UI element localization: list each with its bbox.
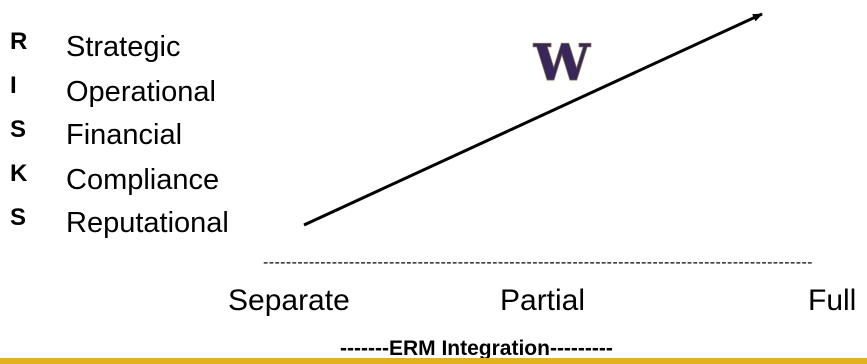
scale-label-full: Full <box>808 284 857 317</box>
acronym-letter-k: K <box>10 160 28 187</box>
acronym-letter-s: S <box>10 116 27 143</box>
acronym-letter-i: I <box>10 72 17 99</box>
scale-label-partial: Partial <box>500 284 586 317</box>
university-w-logo: W <box>532 38 592 88</box>
risk-financial: Financial <box>66 119 183 151</box>
acronym-letter-r: R <box>10 28 28 55</box>
arrow-shaft <box>303 12 763 227</box>
risk-compliance: Compliance <box>66 164 220 196</box>
logo-letter: W <box>533 38 591 88</box>
erm-integration-caption: -------ERM Integration--------- <box>340 337 613 360</box>
risk-reputational: Reputational <box>66 207 229 239</box>
bottom-accent-rule <box>0 358 867 364</box>
scale-label-separate: Separate <box>228 284 350 317</box>
risk-operational: Operational <box>66 76 216 108</box>
risk-strategic: Strategic <box>66 31 181 63</box>
scale-separator-line: ----------------------------------------… <box>263 255 813 271</box>
acronym-letter-s-final: S <box>10 204 27 231</box>
